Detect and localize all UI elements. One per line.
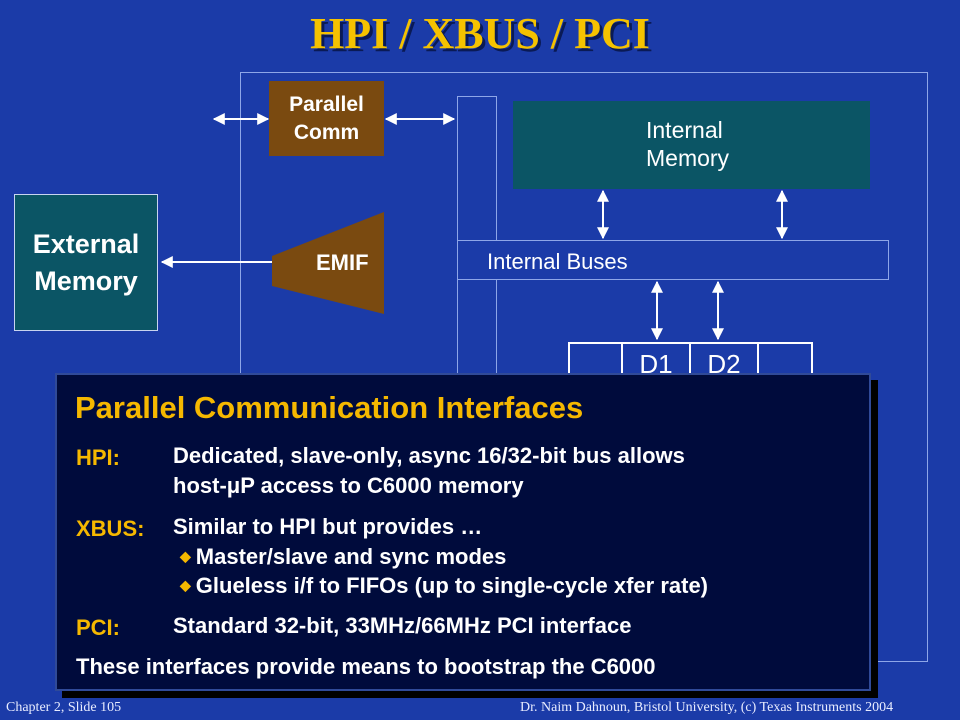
diamond-bullet-icon: ◆ <box>180 577 191 593</box>
popup-closing: These interfaces provide means to bootst… <box>76 654 656 679</box>
emif-label: EMIF <box>316 250 369 275</box>
external-memory-line1: External <box>32 229 140 260</box>
internal-memory-line2: Memory <box>646 145 730 171</box>
pci-key: PCI: <box>76 615 120 640</box>
xbus-key: XBUS: <box>76 516 145 541</box>
hpi-key: HPI: <box>76 445 120 470</box>
unit-4 <box>757 342 813 382</box>
xbus-bullet-2: ◆Glueless i/f to FIFOs (up to single-cyc… <box>180 570 708 601</box>
external-memory-block: External Memory <box>14 194 158 331</box>
emif-block <box>272 212 384 314</box>
popup-title: Parallel Communication Interfaces <box>75 390 584 425</box>
xbus-bullet-1: ◆Master/slave and sync modes <box>180 541 506 572</box>
hpi-line2: host-μP access to C6000 memory <box>173 473 524 498</box>
xbus-line1: Similar to HPI but provides … <box>173 514 483 539</box>
internal-memory-block: Internal Memory <box>513 101 870 189</box>
parallel-comm-line1: Parallel <box>289 93 364 117</box>
internal-memory-line1: Internal <box>646 117 723 144</box>
xbus-bullet-2-text: Glueless i/f to FIFOs (up to single-cycl… <box>195 573 709 598</box>
slide-title: HPI / XBUS / PCI <box>310 9 650 58</box>
footer-left: Chapter 2, Slide 105 <box>6 700 122 715</box>
internal-buses-label: Internal Buses <box>487 249 628 274</box>
xbus-bullet-1-text: Master/slave and sync modes <box>195 544 507 569</box>
footer-right: Dr. Naim Dahnoun, Bristol University, (c… <box>520 700 894 715</box>
diamond-bullet-icon: ◆ <box>180 548 191 564</box>
parallel-comm-line2: Comm <box>293 120 360 144</box>
external-memory-line2: Memory <box>34 265 138 296</box>
bus-junction <box>458 241 496 279</box>
hpi-line1: Dedicated, slave-only, async 16/32-bit b… <box>173 443 685 468</box>
parallel-comm-block: Parallel Comm <box>269 81 384 156</box>
info-popup <box>55 373 871 691</box>
internal-buses-box <box>457 240 889 280</box>
pci-line1: Standard 32-bit, 33MHz/66MHz PCI interfa… <box>173 613 632 638</box>
